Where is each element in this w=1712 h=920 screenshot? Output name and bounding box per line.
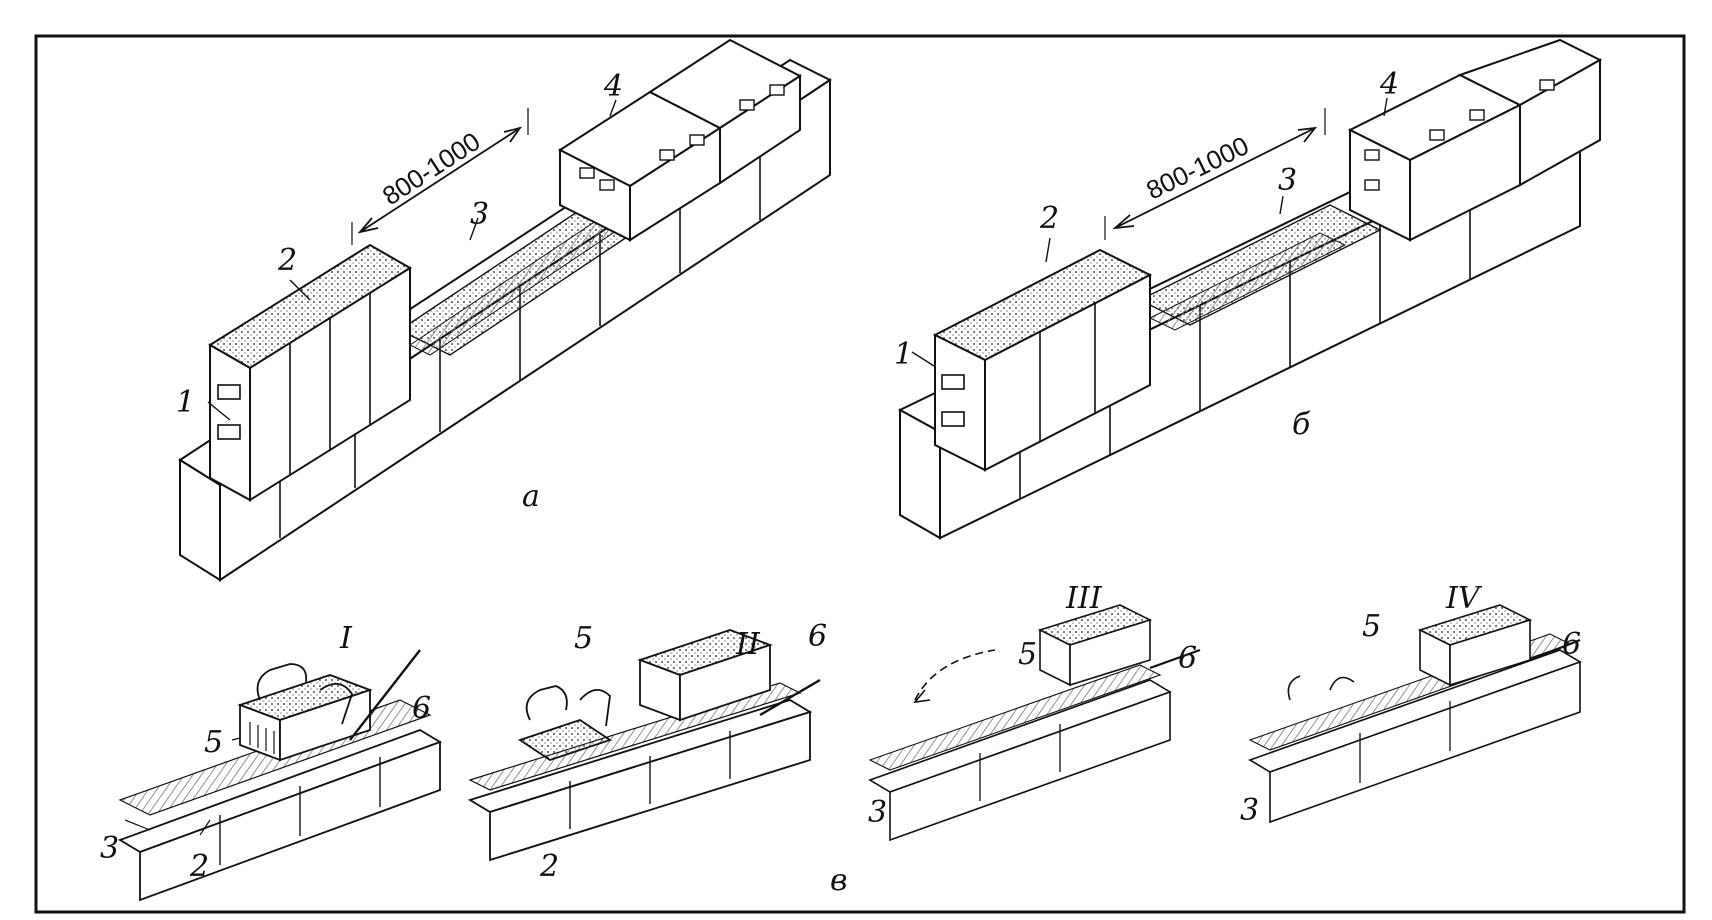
step-3-callout-3: 3 [868, 795, 887, 830]
step-4-roman: IV [1445, 581, 1483, 616]
panel-a-callout-3: 3 [470, 197, 489, 232]
step-1-callout-3: 3 [100, 831, 119, 866]
step-1-roman: I [339, 621, 353, 656]
step-2-callout-6: 6 [808, 619, 827, 654]
step-4-callout-6: 6 [1562, 627, 1581, 662]
step-2-callout-2: 2 [539, 849, 559, 884]
step-2-roman: II [735, 627, 761, 662]
step-3-illustration [868, 604, 1201, 842]
panel-c-letter: в [830, 863, 847, 898]
panel-b-illustration [897, 38, 1603, 540]
panel-b-callout-3: 3 [1278, 163, 1297, 198]
panel-b-letter: б [1292, 407, 1311, 442]
step-2-illustration [467, 629, 821, 862]
step-3-callout-6: 6 [1178, 641, 1197, 676]
step-4-illustration [1248, 604, 1582, 824]
step-4-callout-3: 3 [1240, 793, 1259, 828]
step-1-callout-2: 2 [189, 849, 209, 884]
step-1-callout-5: 5 [204, 725, 223, 760]
panel-a-callout-1: 1 [176, 385, 195, 420]
step-1-callout-6: 6 [412, 691, 431, 726]
step-1-illustration [117, 649, 443, 902]
step-4-callout-5: 5 [1362, 609, 1381, 644]
panel-a-letter: а [522, 479, 540, 514]
panel-b-callout-1: 1 [894, 337, 913, 372]
step-2-callout-5: 5 [574, 621, 593, 656]
step-3-roman: III [1065, 581, 1103, 616]
step-3-callout-5: 5 [1018, 637, 1037, 672]
panel-a-callout-4: 4 [603, 69, 623, 104]
panel-a-callout-2: 2 [277, 243, 297, 278]
panel-b-callout-2: 2 [1039, 201, 1059, 236]
figure-frame [34, 34, 1686, 914]
panel-a-illustration [178, 38, 832, 582]
panel-b-callout-4: 4 [1379, 67, 1399, 102]
